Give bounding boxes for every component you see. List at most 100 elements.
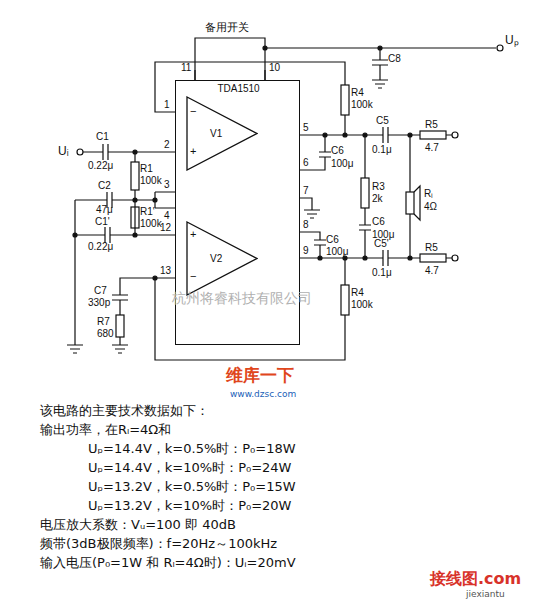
ground-symbol: [67, 200, 83, 353]
note-text: 输入电压(P₀=1W 和 Rₗ=4Ω时)：Uᵢ=20mV: [40, 556, 296, 571]
feedback-wire: [155, 62, 345, 135]
pin-number: 7: [303, 185, 309, 197]
part-value: 0.1μ: [372, 267, 392, 279]
part-name: R5: [425, 119, 438, 131]
wire: [134, 152, 135, 235]
ground-symbol: [300, 198, 320, 218]
part-name: C5: [376, 115, 389, 127]
input-sign: −: [190, 270, 196, 283]
part-value: 4.7: [425, 265, 439, 277]
part-name: C5': [374, 238, 389, 250]
part-name: C8: [388, 53, 401, 65]
part-name: R7: [97, 316, 110, 328]
pin-number: 6: [303, 157, 309, 169]
part-name: Rₗ: [424, 188, 433, 200]
pin-number: 5: [303, 122, 309, 134]
supply-label: Uₚ: [505, 34, 519, 48]
note-text: 输出功率，在Rₗ=4Ω和: [40, 423, 171, 438]
pin-number: 2: [164, 139, 170, 151]
resistor-symbol: [420, 131, 446, 139]
part-value: 4Ω: [424, 201, 437, 213]
resistor-symbol: [341, 285, 349, 315]
resistor-symbol: [420, 254, 446, 262]
wire: [75, 192, 175, 208]
resistor-symbol: [131, 207, 139, 228]
part-name: R1: [140, 163, 153, 175]
part-name: R5: [425, 242, 438, 254]
capacitor-symbol: [300, 135, 331, 170]
watermark: 接线图.com: [430, 570, 521, 588]
part-value: 0.1μ: [372, 144, 392, 156]
pin-number: 13: [160, 265, 171, 277]
capacitor-symbol: [383, 250, 388, 266]
switch-label: 备用开关: [205, 22, 249, 35]
pin-number: 4: [164, 210, 170, 222]
capacitor-symbol: [300, 232, 326, 258]
terminal: [77, 149, 83, 155]
input-sign: −: [190, 105, 196, 118]
part-name: C6: [326, 234, 339, 246]
input-sign: +: [190, 145, 196, 158]
note-text: Uₚ=14.4V，k=0.5%时：P₀=18W: [88, 442, 296, 457]
pin-number: 9: [303, 245, 309, 257]
watermark: 维库一下: [226, 366, 294, 386]
amplifier-triangle: V2: [186, 221, 258, 296]
part-value: 680: [97, 328, 114, 340]
speaker-symbol: [406, 192, 414, 214]
note-text: Uₚ=13.2V，k=10%时：P₀=20W: [88, 499, 291, 514]
resistor-symbol: [361, 178, 369, 208]
wire: [359, 135, 371, 258]
part-value: 100k: [351, 299, 373, 311]
part-value: 2k: [372, 193, 383, 205]
wire: [112, 278, 155, 353]
capacitor-symbol: [383, 127, 388, 143]
part-name: C7: [94, 285, 107, 297]
part-value: 100k: [140, 218, 162, 230]
pin-number: 11: [181, 62, 191, 74]
part-value: 100μ: [331, 158, 353, 170]
pin-number: 8: [303, 219, 309, 231]
part-value: 100μ: [326, 246, 348, 258]
part-value: 100k: [351, 99, 373, 111]
part-name: R4: [351, 87, 364, 99]
part-value: 0.22μ: [88, 160, 113, 172]
part-value: 330p: [88, 297, 110, 309]
resistor-symbol: [131, 162, 139, 190]
junction: [263, 46, 267, 50]
load-wire: [409, 135, 410, 258]
capacitor-symbol: [372, 48, 388, 88]
part-name: C1: [96, 131, 109, 143]
pin-number: 10: [269, 62, 280, 74]
resistor-symbol: [341, 85, 349, 115]
note-text: Uₚ=14.4V，k=10%时：P₀=24W: [88, 461, 291, 476]
watermark: www.dzsc.com: [230, 389, 296, 399]
part-name: R4: [351, 287, 364, 299]
speaker-symbol: [414, 186, 420, 220]
note-text: 频带(3dB极限频率)：f=20Hz～100kHz: [40, 537, 277, 552]
part-name: C1': [95, 216, 110, 228]
amplifier-label: V1: [210, 128, 222, 139]
note-text: Uₚ=13.2V，k=0.5%时：P₀=15W: [88, 480, 296, 495]
input-wire: [83, 144, 175, 160]
output-wire: [300, 257, 452, 258]
input-sign: +: [190, 228, 196, 241]
part-name: C6: [372, 216, 385, 228]
part-name: R1': [140, 206, 155, 218]
terminal: [497, 45, 503, 51]
resistor-symbol: [116, 315, 124, 337]
switch-wire: [195, 38, 265, 80]
part-value: 100k: [140, 175, 162, 187]
part-value: 47μ: [96, 204, 113, 216]
pin: [195, 70, 265, 80]
part-value: 4.7: [425, 142, 439, 154]
part-name: C6: [331, 145, 344, 157]
part-value: 0.22μ: [88, 241, 113, 253]
pin-number: 3: [164, 179, 170, 191]
part-name: R3: [372, 181, 385, 193]
part-name: C2: [98, 180, 111, 192]
input-label: Uᵢ: [58, 145, 69, 159]
amplifier-triangle: V1: [186, 96, 258, 171]
pin-number: 1: [164, 99, 170, 111]
watermark: jiexiantu: [466, 589, 505, 599]
note-text: 电压放大系数：Vᵤ=100 即 40dB: [40, 518, 236, 533]
